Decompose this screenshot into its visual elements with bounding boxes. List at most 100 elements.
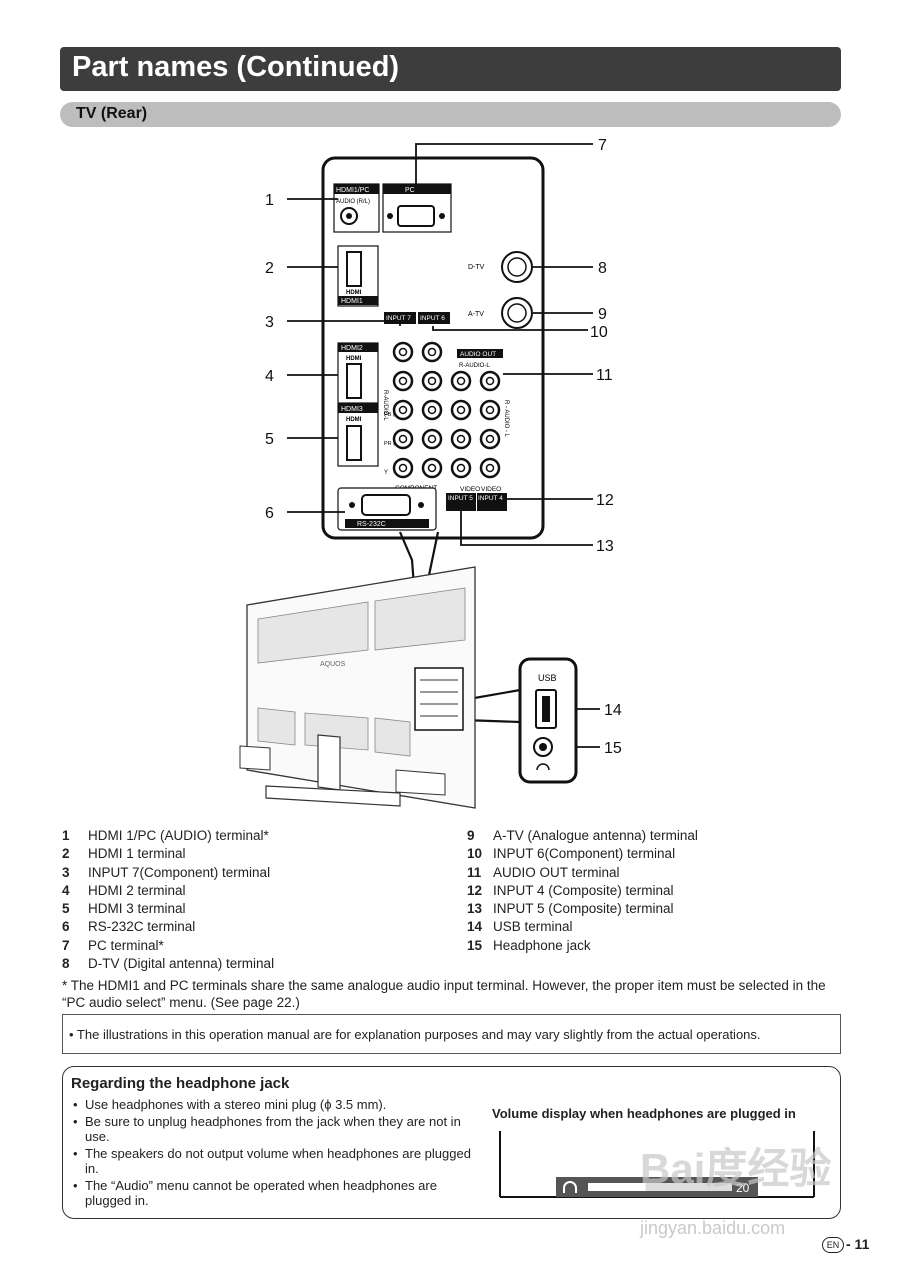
list-item: Be sure to unplug headphones from the ja… (71, 1114, 483, 1145)
item-label: USB terminal (493, 919, 573, 935)
rca-jack-center (427, 405, 437, 415)
list-item: 11 AUDIO OUT terminal (467, 864, 698, 882)
item-number: 4 (62, 882, 70, 898)
rca-jack-center (456, 463, 466, 473)
rca-jack-center (427, 463, 437, 473)
item-label: HDMI 1 terminal (88, 846, 186, 862)
item-label: HDMI 1/PC (AUDIO) terminal* (88, 828, 269, 843)
item-label: INPUT 7(Component) terminal (88, 864, 271, 880)
volume-display: 20 (499, 1131, 815, 1198)
rca-jack-center (485, 405, 495, 415)
rca-jack-center (456, 376, 466, 386)
item-label: AUDIO OUT terminal (493, 864, 620, 880)
tv-rear-illustration: AQUOS (239, 566, 476, 809)
item-number: 15 (467, 937, 483, 953)
pc-label: PC (405, 187, 415, 194)
dtv-label: D-TV (468, 264, 485, 271)
input4-label: INPUT 4 (478, 495, 503, 502)
volume-display-title: Volume display when headphones are plugg… (492, 1106, 796, 1121)
item-number: 5 (62, 901, 70, 917)
callout-11: 11 (596, 367, 613, 384)
rca-jack-center (427, 376, 437, 386)
hdmi1pc-label: HDMI1/PC (336, 187, 369, 194)
tv-rear-diagram: HDMI1/PC AUDIO (R/L) PC HDMI HDMI1 HDMI2… (239, 137, 622, 809)
input6-label: INPUT 6 (420, 315, 445, 322)
rca-jack-center (456, 434, 466, 444)
callout-2: 2 (265, 260, 274, 277)
rca-jack-center (456, 405, 466, 415)
item-label: A-TV (Analogue antenna) terminal (493, 828, 698, 843)
input7-label: INPUT 7 (386, 315, 411, 322)
callout-5: 5 (265, 431, 274, 448)
headphone-icon (563, 1181, 577, 1193)
callout-3: 3 (265, 314, 274, 331)
audio-out-rl-label: R-AUDIO-L (459, 363, 490, 369)
item-number: 14 (467, 919, 483, 935)
page-title: Part names (Continued) (72, 51, 400, 83)
list-item: 1 HDMI 1/PC (AUDIO) terminal* (62, 827, 274, 845)
callout-1: 1 (265, 192, 274, 209)
item-number: 11 (467, 864, 482, 880)
callout-12: 12 (596, 492, 614, 509)
item-label: INPUT 6(Component) terminal (493, 846, 676, 862)
item-number: 12 (467, 882, 483, 898)
composite-audio-label: R - AUDIO - L (503, 400, 509, 438)
rca-jack-center (485, 376, 495, 386)
parts-list-left: 1 HDMI 1/PC (AUDIO) terminal* 2 HDMI 1 term… (62, 827, 274, 973)
atv-label: A-TV (468, 311, 484, 318)
hdmi2-label: HDMI2 (341, 345, 363, 352)
rca-jack-center (485, 463, 495, 473)
watermark: Bai度经验 (640, 1145, 832, 1192)
rca-jack-center (398, 347, 408, 357)
vga-port-icon (397, 205, 435, 227)
input5-label: INPUT 5 (448, 495, 473, 502)
aquos-logo: AQUOS (320, 661, 346, 668)
item-label: D-TV (Digital antenna) terminal (88, 956, 275, 972)
callout-10: 10 (590, 324, 608, 341)
hdmi1-label: HDMI1 (341, 298, 363, 305)
page-title-bar: Part names (Continued) (60, 47, 841, 91)
rca-jack-center (398, 463, 408, 473)
page-number: - 11 (846, 1236, 870, 1252)
list-item: 14 USB terminal (467, 918, 698, 936)
item-number: 3 (62, 864, 70, 880)
rca-jacks (392, 341, 501, 479)
item-number: 6 (62, 919, 70, 935)
rca-jack-center (427, 347, 437, 357)
item-label: PC terminal* (88, 937, 164, 953)
callout-4: 4 (265, 368, 274, 385)
item-label: RS-232C terminal (88, 919, 196, 935)
watermark-url: jingyan.baidu.com (640, 1218, 786, 1238)
hdmi3-logo: HDMI (346, 417, 362, 423)
rs232c-port-icon (361, 494, 411, 516)
item-label: HDMI 3 terminal (88, 901, 186, 917)
item-number: 10 (467, 846, 483, 862)
usb-label: USB (538, 673, 557, 683)
list-item: Use headphones with a stereo mini plug (… (71, 1097, 483, 1113)
callout-13: 13 (596, 538, 614, 555)
item-number: 1 (62, 828, 70, 843)
rs232c-label: RS-232C (357, 521, 386, 528)
callout-8: 8 (598, 260, 607, 277)
callout-7: 7 (598, 137, 607, 154)
rca-jack-center (427, 434, 437, 444)
hdmi2-port-icon (346, 363, 362, 399)
list-item: 5 HDMI 3 terminal (62, 900, 274, 918)
video4-label: VIDEO (481, 486, 501, 493)
volume-track (588, 1183, 732, 1191)
list-item: 2 HDMI 1 terminal (62, 845, 274, 863)
hdmi2-logo: HDMI (346, 356, 362, 362)
callout-14: 14 (604, 702, 622, 719)
hdmi3-port-icon (346, 425, 362, 461)
rca-jack-center (485, 434, 495, 444)
callout-15: 15 (604, 740, 622, 757)
hdmi1-logo: HDMI (346, 290, 362, 296)
volume-value: 20 (736, 1181, 750, 1195)
section-header: TV (Rear) (60, 102, 841, 127)
item-number: 2 (62, 846, 70, 862)
